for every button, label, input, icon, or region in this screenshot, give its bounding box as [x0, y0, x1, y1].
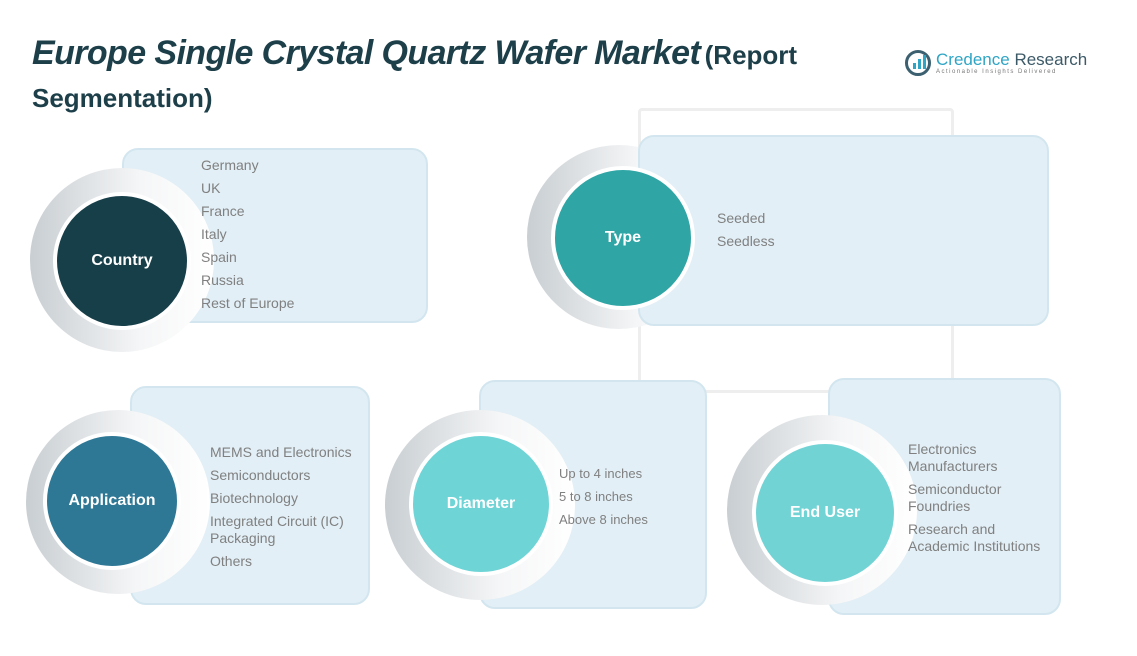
end-user-circle: End User [752, 440, 898, 586]
segment-item: Spain [201, 249, 237, 265]
logo-chart-icon [905, 50, 931, 76]
segment-item: MEMS and Electronics [210, 444, 352, 460]
diameter-circle: Diameter [409, 432, 553, 576]
segment-item: Semiconductor Foundries [908, 481, 1002, 514]
segment-item: Research and Academic Institutions [908, 521, 1041, 554]
segment-item: Up to 4 inches [559, 466, 643, 481]
application-circle: Application [43, 432, 181, 570]
page-title: Europe Single Crystal Quartz Wafer Marke… [32, 34, 798, 113]
segment-item: Seeded [717, 210, 766, 226]
segment-item: Seedless [717, 233, 775, 249]
segment-item: Others [210, 553, 253, 569]
segment-item: Russia [201, 272, 244, 288]
segment-item: Italy [201, 226, 227, 242]
segment-item: 5 to 8 inches [559, 489, 633, 504]
country-circle: Country [53, 192, 191, 330]
segment-item: Germany [201, 157, 259, 173]
segment-item: UK [201, 180, 221, 196]
segment-item: Biotechnology [210, 490, 298, 506]
segment-item: Semiconductors [210, 467, 311, 483]
segment-item: Electronics Manufacturers [908, 441, 998, 474]
type-circle: Type [551, 166, 695, 310]
segment-item: France [201, 203, 245, 219]
segment-item: Above 8 inches [559, 512, 648, 527]
type-box [638, 135, 1049, 326]
segment-item: Rest of Europe [201, 295, 295, 311]
segment-item: Integrated Circuit (IC) Packaging [210, 513, 344, 546]
credence-logo: Credence Research Actionable Insights De… [905, 50, 1087, 76]
